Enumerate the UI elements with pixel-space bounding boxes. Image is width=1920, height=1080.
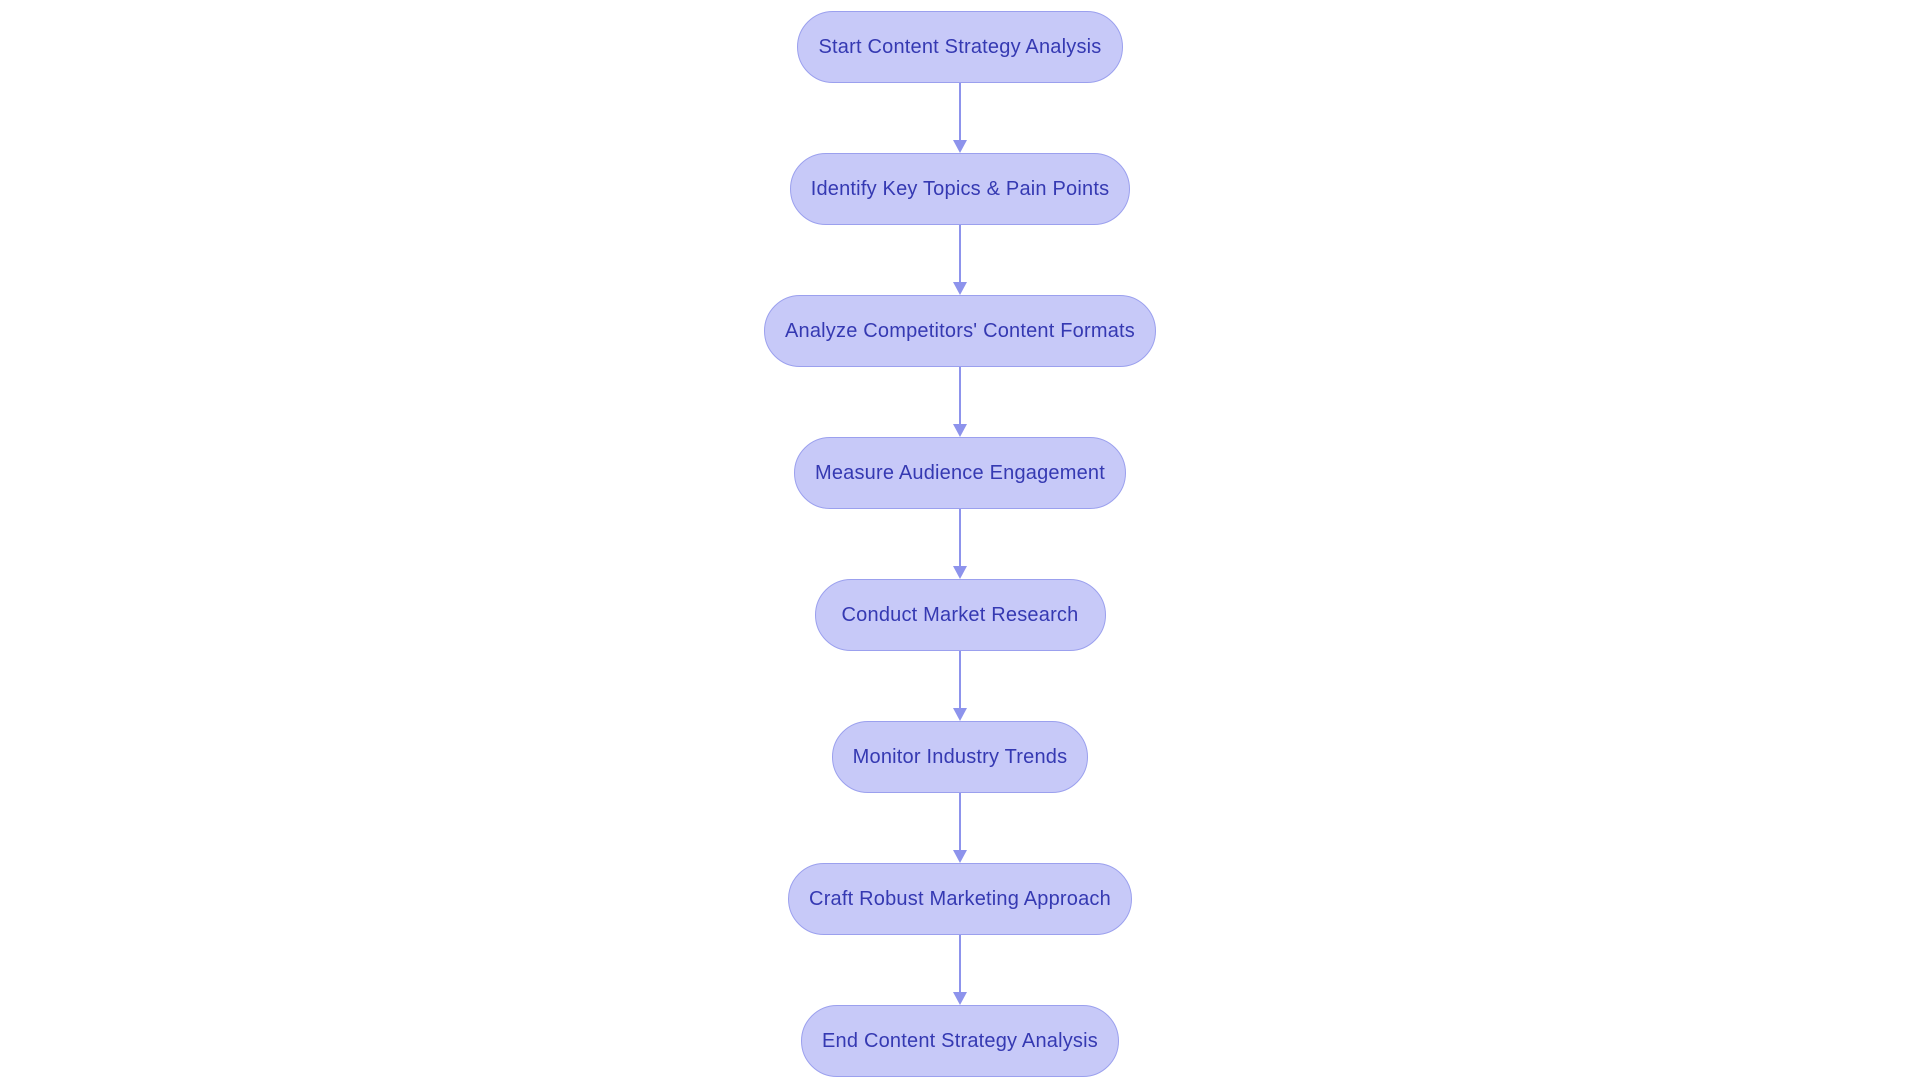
- arrow-line: [959, 83, 961, 140]
- flow-connector: [953, 793, 967, 863]
- flow-connector: [953, 935, 967, 1005]
- arrow-head-icon: [953, 850, 967, 863]
- arrow-head-icon: [953, 708, 967, 721]
- flow-node-market-research: Conduct Market Research: [814, 579, 1106, 651]
- arrow-head-icon: [953, 282, 967, 295]
- flow-node-label: Monitor Industry Trends: [852, 745, 1068, 768]
- flow-node-marketing-approach: Craft Robust Marketing Approach: [788, 863, 1132, 935]
- flow-node-start: Start Content Strategy Analysis: [797, 11, 1123, 83]
- arrow-head-icon: [953, 424, 967, 437]
- arrow-line: [959, 651, 961, 708]
- flow-connector: [953, 509, 967, 579]
- flow-node-label: Measure Audience Engagement: [814, 461, 1106, 484]
- flow-node-identify-topics: Identify Key Topics & Pain Points: [789, 153, 1131, 225]
- arrow-head-icon: [953, 992, 967, 1005]
- flow-node-label: Start Content Strategy Analysis: [818, 35, 1102, 58]
- arrow-line: [959, 225, 961, 282]
- flow-node-industry-trends: Monitor Industry Trends: [831, 721, 1089, 793]
- flow-connector: [953, 651, 967, 721]
- flow-node-label: Identify Key Topics & Pain Points: [810, 177, 1110, 200]
- flow-connector: [953, 83, 967, 153]
- arrow-head-icon: [953, 566, 967, 579]
- flow-node-label: End Content Strategy Analysis: [822, 1029, 1098, 1052]
- arrow-line: [959, 509, 961, 566]
- arrow-line: [959, 793, 961, 850]
- arrow-line: [959, 935, 961, 992]
- flow-node-analyze-competitors: Analyze Competitors' Content Formats: [763, 295, 1157, 367]
- flow-node-label: Analyze Competitors' Content Formats: [784, 319, 1136, 342]
- flow-node-label: Craft Robust Marketing Approach: [809, 887, 1111, 910]
- flow-node-end: End Content Strategy Analysis: [801, 1005, 1119, 1077]
- arrow-head-icon: [953, 140, 967, 153]
- flow-connector: [953, 367, 967, 437]
- flow-node-label: Conduct Market Research: [841, 603, 1079, 626]
- flow-connector: [953, 225, 967, 295]
- flow-node-measure-engagement: Measure Audience Engagement: [793, 437, 1127, 509]
- arrow-line: [959, 367, 961, 424]
